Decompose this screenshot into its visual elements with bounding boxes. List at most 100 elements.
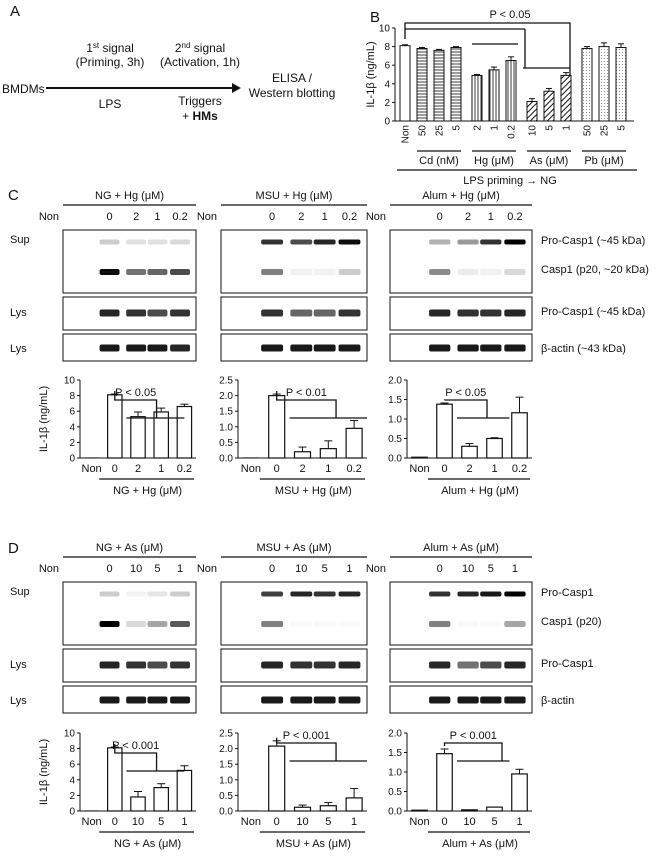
chart-y-tick-label: 4 [69, 775, 75, 786]
chart-bar [345, 427, 363, 459]
blot-box [220, 229, 368, 294]
chart-x-tick-label: 0.2 [346, 463, 361, 475]
blot-band [99, 621, 120, 627]
b-bar [488, 69, 500, 122]
blot-band [504, 621, 526, 627]
blot-label-lys: Lys [10, 659, 27, 671]
chart-y-tick-label: 0.0 [388, 807, 402, 818]
chart-bar [319, 448, 337, 459]
blot-band [429, 344, 451, 352]
chart-bar [176, 405, 193, 459]
blot-band [261, 269, 284, 275]
blot-band [170, 621, 191, 627]
panel-letter-a: A [10, 3, 20, 20]
b-y-tick-label: 2 [384, 98, 390, 109]
blot-lane-label-non: Non [39, 211, 59, 223]
signal2-hms: + HMs [182, 109, 218, 123]
chart-bar [107, 394, 123, 459]
chart-bar [242, 810, 259, 811]
blot-band [504, 591, 526, 597]
b-x-tick-label: 50 [583, 125, 594, 137]
blot-label-lys: Lys [10, 695, 27, 707]
blot-band [480, 344, 502, 352]
blot-band [457, 696, 479, 704]
b-y-label: IL-1β (ng/mL) [365, 41, 377, 107]
blot-band [480, 269, 502, 275]
chart-bar [293, 451, 312, 459]
blot-lane-label-non: Non [197, 211, 217, 223]
chart-x-tick-label: 0 [274, 463, 280, 475]
b-x-tick-label: 25 [435, 125, 446, 137]
blot-band [261, 309, 284, 317]
blot-band [170, 591, 191, 597]
chart-bar [461, 809, 478, 812]
b-bar [505, 60, 517, 122]
chart-bar [511, 412, 528, 459]
chart-bar [268, 745, 286, 812]
blot-band [457, 591, 479, 597]
schematic-input: BMDMs [2, 82, 45, 96]
chart-bar [153, 786, 169, 812]
blot-band [504, 696, 526, 704]
blot-band [290, 696, 313, 704]
blot-band [170, 344, 191, 352]
blot-lane-label: 0.2 [507, 211, 522, 223]
chart-x-tick-label: 2 [299, 463, 305, 475]
blot-lane-label: 1 [346, 563, 352, 575]
chart-bar [293, 806, 312, 812]
chart-bar [176, 769, 193, 812]
chart-y-tick-label: 0.0 [388, 454, 402, 465]
chart-bar [436, 403, 453, 459]
chart-y-tick-label: 2.5 [219, 729, 233, 740]
chart-bar [486, 806, 503, 812]
chart-bar [242, 457, 259, 458]
blot-band [314, 621, 336, 627]
chart-y-tick-label: 0 [69, 807, 75, 818]
chart-annotation: P < 0.01 [286, 387, 327, 399]
blot-band [99, 661, 120, 669]
blot-band [290, 239, 313, 245]
blot-band [170, 239, 191, 245]
chart-bar [107, 747, 123, 812]
chart-sig-bracket [114, 744, 158, 771]
blot-lane-label: 0.2 [172, 211, 187, 223]
chart-x-tick-label: 0 [112, 463, 118, 475]
blot-band [480, 239, 502, 245]
blot-band [457, 661, 479, 669]
blot-band [290, 344, 313, 352]
blot-lane-label: 5 [322, 563, 328, 575]
blot-lane-label: 10 [462, 563, 474, 575]
blot-band [338, 344, 361, 352]
b-bar [399, 45, 411, 122]
blot-band [457, 621, 478, 627]
b-y-tick-label: 4 [384, 79, 390, 90]
blot-band [290, 309, 313, 317]
chart-y-tick-label: 0.0 [219, 454, 233, 465]
blot-group-label: MSU + Hg (μM) [256, 190, 333, 202]
b-annotation: P < 0.05 [489, 9, 530, 21]
blot-right-label: Pro-Casp1 [541, 658, 594, 670]
blot-band [429, 696, 451, 704]
blot-band [504, 239, 526, 245]
chart-annotation: P < 0.05 [115, 387, 156, 399]
blot-band [313, 309, 336, 317]
b-x-tick-label: 50 [418, 125, 429, 137]
blot-band [504, 661, 526, 669]
chart-y-tick-label: 10 [64, 729, 76, 740]
chart-x-tick-label: 0.2 [177, 463, 192, 475]
blot-box [389, 229, 533, 294]
blot-band [313, 661, 336, 669]
chart-x-tick-label: 0 [441, 463, 447, 475]
blot-right-label: β-actin [541, 695, 574, 707]
chart-group-label: NG + Hg (μM) [113, 485, 182, 497]
blot-band [429, 239, 451, 245]
chart-x-tick-label-non: Non [409, 816, 429, 828]
blot-band [338, 696, 361, 704]
chart-bar [411, 456, 428, 459]
chart-x-tick-label: 1 [491, 463, 497, 475]
chart-bar [461, 445, 478, 459]
chart-y-tick-label: 6 [69, 407, 75, 418]
chart-bar [268, 395, 286, 459]
chart-x-tick-label-non: Non [409, 463, 429, 475]
